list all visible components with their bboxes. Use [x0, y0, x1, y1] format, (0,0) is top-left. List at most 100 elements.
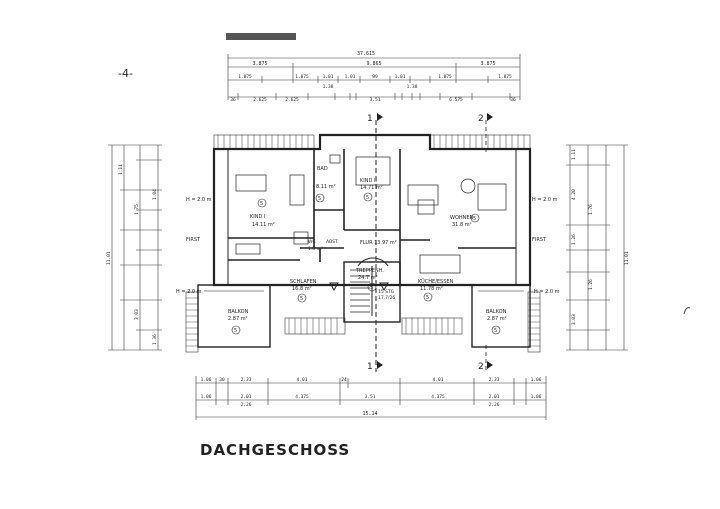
- svg-text:H = 2.0 m: H = 2.0 m: [532, 197, 558, 203]
- svg-text:24.7 m²: 24.7 m²: [358, 275, 378, 281]
- room-treppenhaus: TREPPENH. 24.7 m² 5: [355, 268, 384, 292]
- room-kueche-essen: KÜCHE/ESSEN 11.78 m² 5: [418, 278, 454, 302]
- svg-text:2.26: 2.26: [241, 402, 252, 408]
- svg-text:1.76: 1.76: [588, 204, 594, 215]
- dim-top-r3-2: 1.875: [295, 74, 309, 80]
- room-flur: FLUR 13.97 m²: [360, 240, 397, 246]
- right-dimension-chains: 1.11 4.20 1.76 1.26 3.03 1.26 11.01: [566, 144, 630, 351]
- room-kind-1: KIND I 14.11 m² 5: [250, 198, 275, 228]
- room-kind-2: KIND II 14.71 m² 5: [360, 178, 383, 202]
- dim-top-r3-6: 1.01: [395, 74, 406, 80]
- svg-text:5: 5: [370, 285, 373, 291]
- dim-top-r4-3: 2.625: [285, 97, 299, 103]
- svg-text:1.04: 1.04: [152, 189, 158, 200]
- svg-text:5: 5: [494, 328, 497, 334]
- svg-text:2.26: 2.26: [489, 402, 500, 408]
- room-labels: KIND II 14.71 m² 5 BAD 8.11 m² 5 KIND I …: [228, 166, 507, 335]
- top-dimension-chains: 37.615 3.875 9.865 3.875 1.875 1.875 1.0…: [227, 51, 521, 103]
- svg-text:BALKON: BALKON: [228, 309, 249, 315]
- room-balkon-right: BALKON 2.87 m² 5: [486, 309, 507, 335]
- svg-text:1.75: 1.75: [134, 204, 140, 215]
- svg-text:5: 5: [426, 295, 429, 301]
- room-wc: WC 1.8 m²: [308, 239, 323, 252]
- staircase: [329, 257, 401, 323]
- section-2-top-label: 2: [478, 114, 484, 124]
- svg-text:4.01: 4.01: [297, 377, 308, 383]
- svg-text:WC: WC: [308, 239, 316, 245]
- section-1-bottom-label: 1: [367, 362, 373, 372]
- svg-text:8.11 m²: 8.11 m²: [316, 184, 336, 190]
- section-2-bottom-label: 2: [478, 362, 484, 372]
- svg-text:4.01: 4.01: [433, 377, 444, 383]
- svg-text:FLUR: FLUR: [360, 240, 373, 246]
- svg-text:24: 24: [341, 377, 347, 383]
- dim-top-r3-8: 1.875: [498, 74, 512, 80]
- room-schlafen: SCHLAFEN 16.8 m² 5: [290, 279, 317, 303]
- svg-text:1.26: 1.26: [571, 234, 577, 245]
- dim-top-r4-2: 2.625: [253, 97, 267, 103]
- svg-text:15 STG: 15 STG: [378, 289, 395, 295]
- svg-text:11.01: 11.01: [624, 251, 630, 265]
- svg-text:1.06: 1.06: [531, 394, 542, 400]
- svg-text:5: 5: [234, 328, 237, 334]
- left-dimension-chains: 11.01 1.11 1.75 3.03 1.04 1.36: [106, 144, 162, 351]
- svg-text:4.375: 4.375: [295, 394, 309, 400]
- svg-text:5: 5: [318, 196, 321, 202]
- dim-top-r4-5: 6.575: [449, 97, 463, 103]
- section-1-top-label: 1: [367, 114, 373, 124]
- svg-text:1.06: 1.06: [201, 394, 212, 400]
- svg-text:H = 2.0 m: H = 2.0 m: [186, 197, 212, 203]
- svg-text:4.20: 4.20: [571, 189, 577, 200]
- dim-top-r3-1: 1.875: [238, 74, 252, 80]
- dim-top-r3-4: 1.01: [345, 74, 356, 80]
- drawing-title: DACHGESCHOSS: [200, 441, 350, 459]
- svg-text:13.97 m²: 13.97 m²: [374, 240, 397, 246]
- room-abst: ABST.: [326, 239, 339, 245]
- balcony-left-outline: [197, 284, 271, 348]
- bottom-dimension-chains: 1.06 30 2.33 4.01 24 4.01 2.33 1.06 1.06…: [195, 376, 547, 420]
- svg-text:KÜCHE/ESSEN: KÜCHE/ESSEN: [418, 278, 454, 285]
- room-bad: BAD 8.11 m² 5: [315, 166, 336, 203]
- svg-text:3.03: 3.03: [134, 309, 140, 320]
- dim-top-r3b-2: 1.38: [407, 84, 418, 90]
- dim-top-r3-5: 99: [372, 74, 378, 80]
- svg-text:BAD: BAD: [317, 166, 328, 172]
- svg-text:2.87 m²: 2.87 m²: [228, 316, 248, 322]
- svg-text:5: 5: [366, 195, 369, 201]
- svg-text:2.33: 2.33: [241, 377, 252, 383]
- header-scribble: [226, 33, 296, 40]
- svg-text:1.26: 1.26: [588, 279, 594, 290]
- svg-text:4.375: 4.375: [431, 394, 445, 400]
- dim-top-r4-4: 3.51: [370, 97, 381, 103]
- building-outline: [185, 133, 541, 353]
- svg-text:BALKON: BALKON: [486, 309, 507, 315]
- balcony-right-outline: [471, 284, 531, 348]
- svg-text:WOHNEN: WOHNEN: [450, 215, 474, 221]
- svg-text:FIRST: FIRST: [532, 237, 547, 243]
- svg-text:H = 2.0 m: H = 2.0 m: [534, 289, 560, 295]
- dim-top-r2-3: 3.875: [480, 61, 495, 67]
- svg-text:FIRST: FIRST: [186, 237, 201, 243]
- svg-text:11.78 m²: 11.78 m²: [420, 286, 443, 292]
- svg-text:1.06: 1.06: [201, 377, 212, 383]
- svg-text:1.06: 1.06: [531, 377, 542, 383]
- svg-text:17.7/26: 17.7/26: [378, 295, 395, 301]
- stair-note: 15 STG 17.7/26: [378, 289, 395, 301]
- svg-text:15.14: 15.14: [362, 411, 377, 417]
- margin-mark: [683, 307, 691, 315]
- dim-top-r2-2: 9.865: [366, 61, 381, 67]
- svg-text:3.03: 3.03: [571, 314, 577, 325]
- svg-text:1.36: 1.36: [152, 334, 158, 345]
- svg-text:ABST.: ABST.: [326, 239, 339, 245]
- svg-text:2.87 m²: 2.87 m²: [487, 316, 507, 322]
- dim-top-r4-1: 36: [230, 97, 236, 103]
- svg-text:H = 2.0 m: H = 2.0 m: [176, 289, 202, 295]
- svg-text:3.51: 3.51: [365, 394, 376, 400]
- svg-text:14.71 m²: 14.71 m²: [360, 185, 383, 191]
- svg-text:5: 5: [260, 201, 263, 207]
- svg-text:2.01: 2.01: [241, 394, 252, 400]
- svg-text:11.01: 11.01: [106, 251, 112, 265]
- page-mark: -4-: [118, 67, 133, 80]
- dim-top-r2-1: 3.875: [252, 61, 267, 67]
